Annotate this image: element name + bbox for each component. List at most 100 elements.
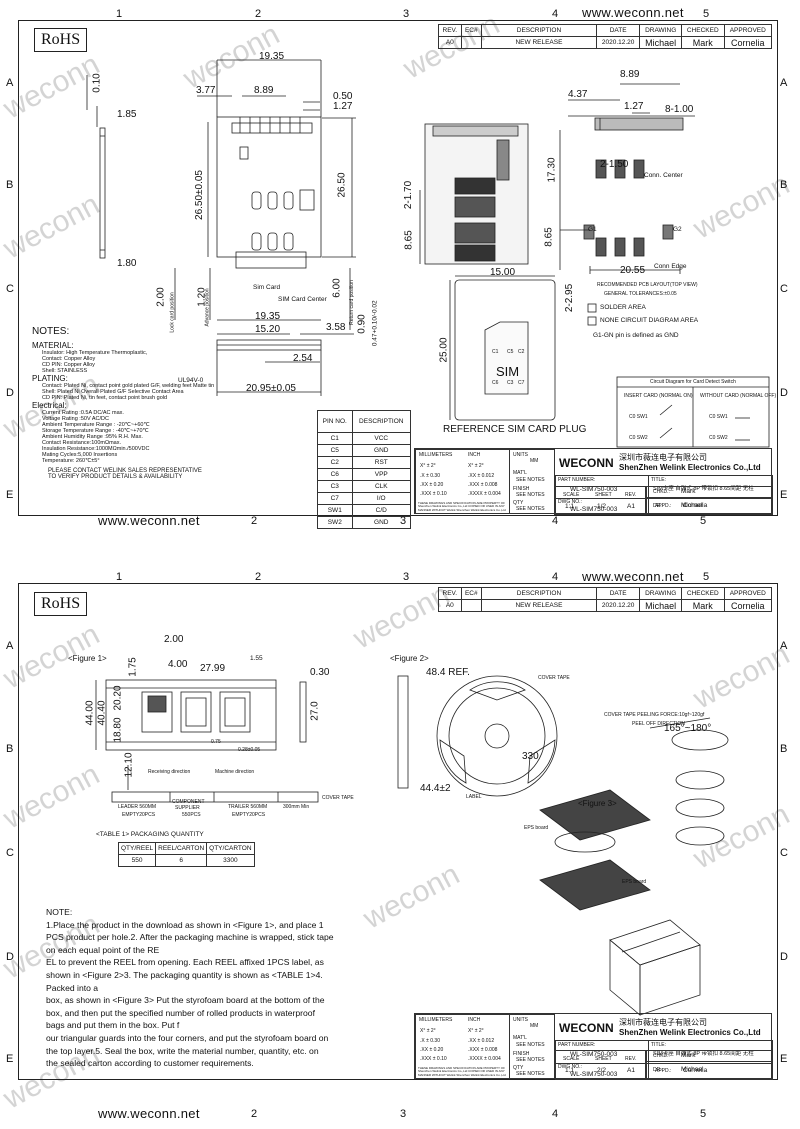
note-line: EL to prevent the REEL from opening. Eac… [46,957,324,968]
note-line: Storage Temperature Range : -40℃~+70℃ [42,428,149,434]
dim-label: 1.27 [624,101,644,112]
note-line: CD PIN: Copper Alloy [42,362,95,368]
company-name-cn: 深圳市薇连电子有限公司 [619,1018,707,1027]
rev-cell: NEW RELEASE [480,599,597,612]
sim-card-center-label: SIM Card Center [278,296,327,303]
note-line: Voltage Rating :50V AC/DC [42,416,109,422]
sim-card-outline [454,279,556,421]
connector-drawing-views [86,59,770,448]
dim-label: 1.80 [117,258,137,269]
dim-label: 19.35 [259,51,285,62]
site-url: www.weconn.net [582,5,684,20]
part-number: WL-SIM750-003 [570,486,618,493]
dim-label: 8.89 [254,85,274,96]
matl-label: MAT'L [513,1035,527,1041]
rev-cell: Cornelia [723,36,772,49]
inch-header: INCH [468,452,481,458]
dim-label: 27.99 [200,663,226,674]
dr-cell: DR.: Michael [646,1061,772,1079]
matl-label: MAT'L [513,470,527,476]
zone-letter: D [780,387,788,399]
title-block: MILLIMETERS INCH X° ± 2° X° ± 2° .X ± 0.… [414,1013,773,1080]
zone-number: 4 [552,8,559,20]
dim-label: 0.28±0.05 [238,747,261,753]
dim-label: 0.75 [211,739,221,745]
figure-3-label: <Figure 3> [578,799,617,808]
note-line: Shell: STAINLESS [42,368,88,374]
finish-value: SEE NOTES [516,1057,545,1063]
table-header: QTY/REEL [117,842,157,855]
conn-center-label: Conn. Center [644,172,683,179]
dim-label: 3.77 [196,85,216,96]
qty-value: SEE NOTES [516,1071,545,1077]
note-line: Shell: Plated Ni Overall Plated G/F Sele… [42,389,184,395]
reel-side [397,675,409,789]
zone-letter: A [6,77,14,89]
zone-number: 2 [251,1108,258,1120]
dim-label: 20.95±0.05 [246,383,296,394]
company-header: WECONN 深圳市薇连电子有限公司 ShenZhen Welink Elect… [557,453,773,475]
eps-board-label: EPS board [622,879,647,885]
carrier-tape [105,679,277,751]
packaging-quantity-table: QTY/REEL REEL/CARTON QTY/CARTON 550 6 33… [117,842,255,867]
tol-cell: .XX ± 0.20 [420,1047,444,1053]
note-line: the sealed carton according to customer … [46,1058,254,1069]
note-line: box, as shown in <Figure 3> Put the styr… [46,995,325,1006]
note-line: Contact: Copper Alloy [42,356,96,362]
confidential-note: THESE DRAWINGS AND SPECIFICATION ARE PRO… [418,1066,506,1077]
receiving-direction: Receiving direction [148,769,191,775]
chkd-label: CHKD.: [653,489,670,495]
sheet-value: 1/2 [597,503,607,510]
g1-gn-note: G1-GN pin is defined as GND [593,332,679,339]
scale-cell: SCALE SHEET REV. 1:1 1/2 A1 [554,486,646,515]
tol-cell: .X ± 0.30 [420,1038,440,1044]
rev-cell: Mark [681,36,725,49]
insert-card-label: INSERT CARD (NORMAL ON) [624,393,693,399]
tol-cell: .XXX ± 0.008 [468,1047,498,1053]
reel [436,675,558,797]
tol-cell: .XXXX ± 0.004 [468,491,501,497]
table-cell: 550 [117,854,157,867]
dwg-number: WL-SIM750-003 [570,506,618,513]
reel-hub: 44.4±2 [420,783,451,794]
zone-number: 4 [552,515,559,527]
signoff-rows: SCALE SHEET REV. 1:1 1/2 A1 CHKD.: Mark … [554,486,772,516]
dim-label: 20.55 [620,265,646,276]
part-number-label: PART NUMBER: [558,1042,596,1048]
note-line: Packed into a [46,982,99,993]
dwg-label: DWG NO.: [558,1064,582,1070]
units-block: UNITS MM MAT'L SEE NOTES FINISH SEE NOTE… [509,449,555,514]
zone-number: 5 [700,515,707,527]
top-view-body [216,116,322,258]
note-line: bags and put them in the box. Put f [46,1020,180,1031]
note-line: Contact: Plated Ni, contact point gold p… [42,383,215,389]
tolerance-block: MILLIMETERS INCH X° ± 2° X° ± 2° .X ± 0.… [415,449,510,514]
zone-letter: E [780,1053,788,1065]
scale-label: SCALE [563,1056,580,1062]
tape-strip [111,791,319,803]
peel-force-label: COVER TAPE PEELING FORCE:10gf~120gf [604,712,705,718]
rev-cell: Cornelia [723,599,772,612]
notes-block: NOTES: MATERIAL: Insulator: High Tempera… [32,326,312,480]
finish-label: FINISH [513,486,530,492]
zone-number: 3 [400,515,407,527]
sim-card-label: Sim Card [253,284,281,291]
switch-label: C0 SW1 [709,414,728,420]
mm-header: MILLIMETERS [419,452,453,458]
qty-label: QTY [513,1065,524,1071]
note-line: PLATING: [32,374,68,383]
matl-value: SEE NOTES [516,477,545,483]
mm-header: MILLIMETERS [419,1017,453,1023]
approval-cell: APPD.: Cornelia [648,1063,773,1080]
switch-label: C0 SW1 [629,414,648,420]
rev-cell: 2020.12.20 [595,599,641,612]
table-1-title: <TABLE 1> PACKAGING QUANTITY [96,831,204,838]
leader-label: LEADER 560MM [118,804,157,810]
appd-name: Cornelia [683,502,708,509]
note-line: Current Rating :0.5A DC/AC max. [42,410,124,416]
zone-letter: B [6,743,14,755]
rohs-mark: RoHS [34,592,88,616]
empty-label: EMPTY20PCS [232,812,266,818]
zone-letter: C [780,283,788,295]
